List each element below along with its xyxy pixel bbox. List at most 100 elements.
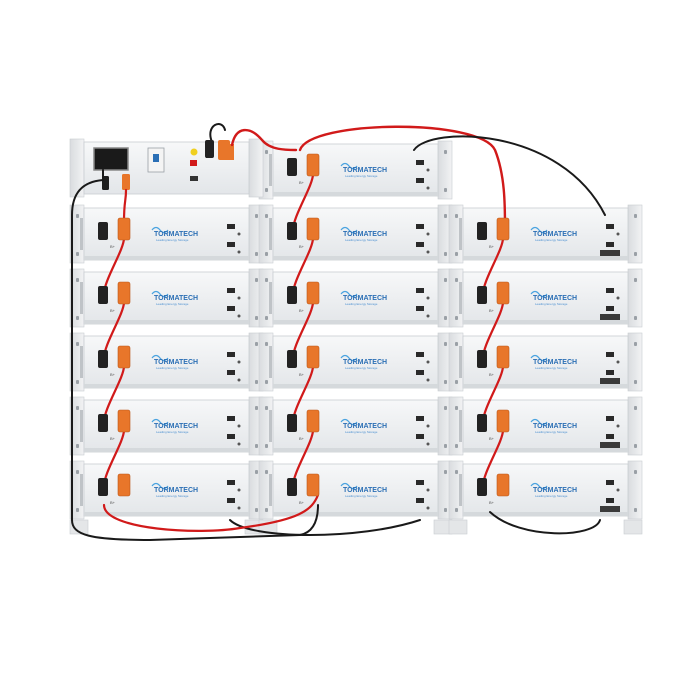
brand-tagline: Leading Energy Storage xyxy=(535,430,568,434)
mount-hole xyxy=(255,406,258,410)
black-connector xyxy=(98,350,108,368)
orange-connector xyxy=(306,281,320,305)
module-base xyxy=(84,512,249,516)
status-led xyxy=(237,250,241,254)
black-connector xyxy=(477,414,487,432)
status-led xyxy=(616,424,620,428)
module-body xyxy=(83,335,250,389)
comm-port xyxy=(227,480,235,485)
comm-port xyxy=(227,434,235,439)
mount-hole xyxy=(265,188,268,192)
handle xyxy=(80,282,83,314)
comm-port xyxy=(416,480,424,485)
comm-port xyxy=(606,352,614,357)
terminal-label: B+ xyxy=(110,244,116,249)
handle xyxy=(459,282,462,314)
module-base xyxy=(273,192,438,196)
rack-foot xyxy=(69,519,89,535)
mount-hole xyxy=(634,380,637,384)
status-led xyxy=(237,232,241,236)
module-base xyxy=(273,448,438,452)
status-led xyxy=(237,378,241,382)
black-connector xyxy=(287,158,297,176)
mount-hole xyxy=(255,342,258,346)
mount-hole xyxy=(76,214,79,218)
status-led xyxy=(237,296,241,300)
logo-wave-icon xyxy=(151,482,169,490)
brand-logo-text: TORMATECH xyxy=(533,487,577,494)
module-base xyxy=(84,448,249,452)
display-screen xyxy=(93,147,129,171)
mount-hole xyxy=(76,470,79,474)
handle xyxy=(459,410,462,442)
comm-port xyxy=(416,242,424,247)
status-led xyxy=(426,442,430,446)
status-led xyxy=(426,314,430,318)
handle xyxy=(80,346,83,378)
comm-port xyxy=(606,370,614,375)
comm-port xyxy=(227,288,235,293)
logo-wave-icon xyxy=(340,418,358,426)
logo-wave-icon xyxy=(340,290,358,298)
brand-tagline: Leading Energy Storage xyxy=(156,494,189,498)
status-led xyxy=(237,506,241,510)
orange-connector xyxy=(496,217,510,241)
module-body xyxy=(272,335,439,389)
status-led xyxy=(426,360,430,364)
black-connector xyxy=(98,414,108,432)
orange-connector xyxy=(306,473,320,497)
mount-hole xyxy=(634,470,637,474)
mount-hole xyxy=(634,252,637,256)
module-body xyxy=(83,463,250,517)
terminal-label: B+ xyxy=(489,436,495,441)
mount-hole xyxy=(76,508,79,512)
comm-port xyxy=(416,370,424,375)
comm-port xyxy=(416,306,424,311)
brand-tagline: Leading Energy Storage xyxy=(345,238,378,242)
negative-cable xyxy=(229,519,421,536)
black-connector xyxy=(287,350,297,368)
mount-hole xyxy=(444,150,447,154)
comm-port xyxy=(606,498,614,503)
brand-tagline: Leading Energy Storage xyxy=(535,302,568,306)
status-led xyxy=(426,296,430,300)
comm-port xyxy=(416,160,424,165)
status-led xyxy=(237,442,241,446)
comm-port xyxy=(227,352,235,357)
mount-hole xyxy=(455,380,458,384)
brand-logo-text: TORMATECH xyxy=(343,295,387,302)
comm-port xyxy=(606,306,614,311)
brand-tagline: Leading Energy Storage xyxy=(535,366,568,370)
rack-foot xyxy=(448,519,468,535)
logo-wave-icon xyxy=(151,354,169,362)
orange-connector xyxy=(306,217,320,241)
mount-hole xyxy=(265,278,268,282)
comm-port xyxy=(227,498,235,503)
terminal-label: B+ xyxy=(299,308,305,313)
usb-port xyxy=(190,176,198,181)
logo-wave-icon xyxy=(340,354,358,362)
mount-hole xyxy=(444,278,447,282)
brand-tagline: Leading Energy Storage xyxy=(345,302,378,306)
terminal-label: B+ xyxy=(489,244,495,249)
comm-port xyxy=(227,370,235,375)
terminal-label: B+ xyxy=(299,436,305,441)
positive-cable xyxy=(122,188,128,224)
module-body xyxy=(83,271,250,325)
orange-connector xyxy=(496,473,510,497)
mount-hole xyxy=(455,342,458,346)
module-base xyxy=(463,448,628,452)
handle xyxy=(459,218,462,250)
status-led xyxy=(426,232,430,236)
comm-port xyxy=(416,498,424,503)
